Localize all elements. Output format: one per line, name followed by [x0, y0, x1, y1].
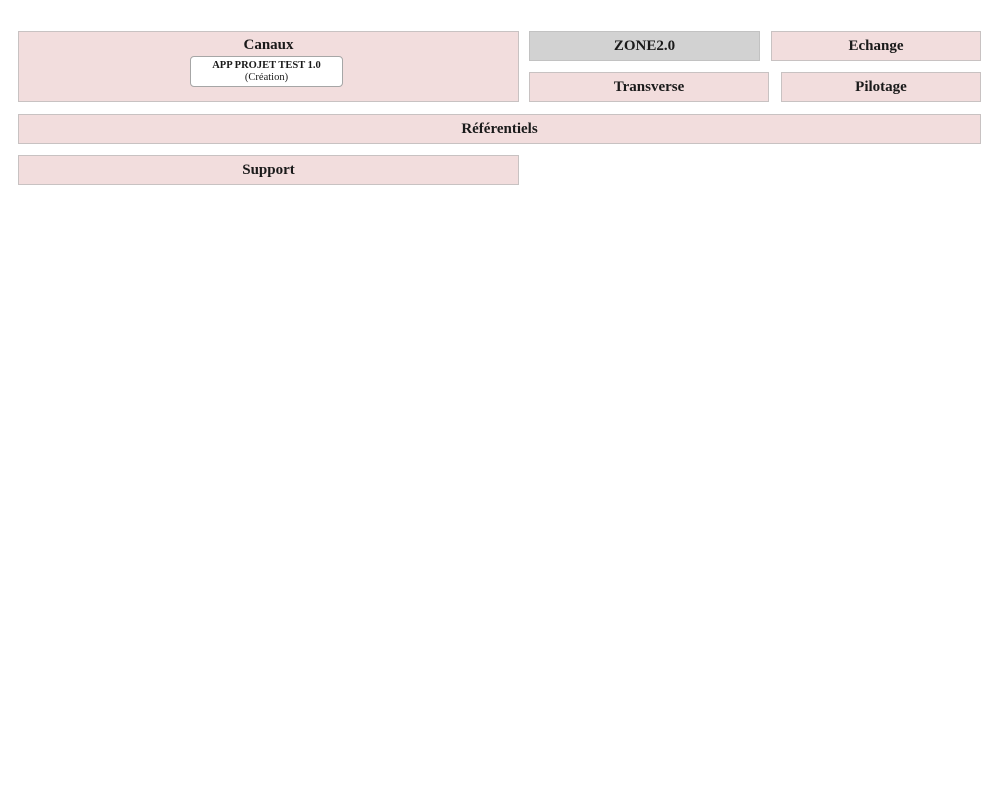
zone-zone2[interactable]: ZONE2.0 [529, 31, 760, 61]
zone-pilotage-label: Pilotage [855, 78, 907, 95]
zone-pilotage[interactable]: Pilotage [781, 72, 981, 102]
app-node-status: (Création) [244, 71, 289, 83]
zone-zone2-label: ZONE2.0 [613, 37, 676, 54]
app-node[interactable]: APP PROJET TEST 1.0 (Création) [190, 56, 343, 87]
zone-transverse-label: Transverse [613, 78, 685, 95]
zone-transverse[interactable]: Transverse [529, 72, 769, 102]
zone-echange-label: Echange [848, 37, 904, 54]
zone-support-label: Support [242, 161, 295, 178]
zone-referentiels[interactable]: Référentiels [18, 114, 981, 144]
app-node-name: APP PROJET TEST 1.0 [212, 59, 321, 71]
zone-canaux-label: Canaux [243, 37, 294, 53]
zone-echange[interactable]: Echange [771, 31, 981, 61]
zone-support[interactable]: Support [18, 155, 519, 185]
zone-referentiels-label: Référentiels [461, 120, 538, 137]
zone-canaux[interactable]: Canaux APP PROJET TEST 1.0 (Création) [18, 31, 519, 102]
